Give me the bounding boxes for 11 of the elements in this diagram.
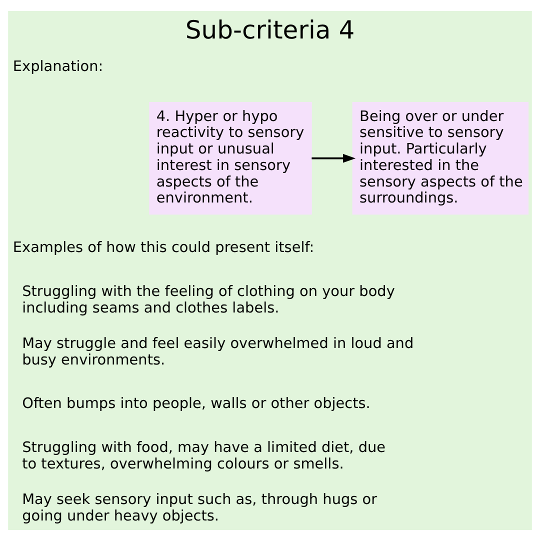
diagram-title: Sub-criteria 4	[185, 15, 355, 44]
node-box: 4. Hyper or hypo reactivity to sensory input or unusual interest in sensory aspects of the environment.	[149, 102, 312, 214]
label: Struggling with the feeling of clothing on your body including seams and clothes labels.	[22, 284, 395, 316]
label: Often bumps into people, walls or other objects.	[22, 396, 370, 412]
label: May seek sensory input such as, through hugs or going under heavy objects.	[22, 492, 378, 524]
label: Struggling with food, may have a limited diet, due to textures, overwhelming colours or smells.	[22, 440, 386, 472]
label: Examples of how this could present itself:	[12, 240, 314, 256]
node-box: Being over or under sensitive to sensory input. Particularly interested in the sensory aspects of the surroundings.	[352, 102, 529, 214]
label: May struggle and feel easily overwhelmed in loud and busy environments.	[22, 336, 414, 368]
label: Explanation:	[12, 58, 104, 75]
arrow	[312, 153, 356, 162]
